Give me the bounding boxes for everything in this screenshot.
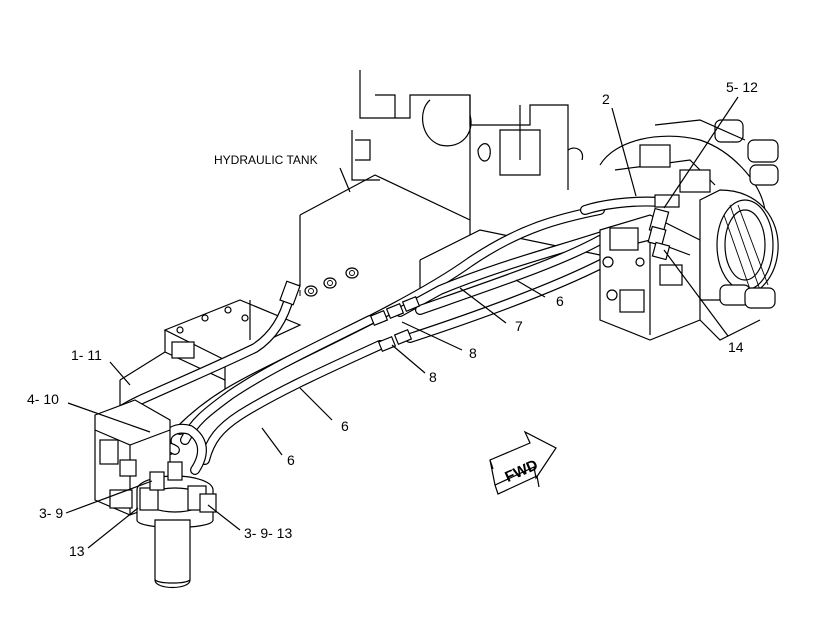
filter-housing bbox=[136, 461, 217, 589]
machine-frame-outline bbox=[351, 70, 584, 220]
callout-5-12: 5- 12 bbox=[726, 79, 758, 95]
callout-13: 13 bbox=[69, 543, 85, 559]
leader-lines bbox=[65, 96, 739, 549]
callout-6-mid: 6 bbox=[341, 418, 349, 434]
fwd-arrow: FWD bbox=[489, 430, 557, 495]
callout-4-10: 4- 10 bbox=[27, 391, 59, 407]
fitting-5-12 bbox=[647, 207, 670, 247]
callout-8-upper: 8 bbox=[469, 345, 477, 361]
fittings-8 bbox=[369, 295, 421, 353]
callout-6-lower: 6 bbox=[287, 452, 295, 468]
hose-6-mid bbox=[180, 315, 375, 445]
pump-assembly bbox=[599, 135, 766, 341]
drive-housing bbox=[654, 119, 779, 341]
hose-8-lower bbox=[405, 257, 610, 343]
callout-2: 2 bbox=[602, 91, 610, 107]
callout-7: 7 bbox=[515, 318, 523, 334]
hose-2 bbox=[580, 194, 680, 215]
callout-3-9-13: 3- 9- 13 bbox=[244, 525, 292, 541]
label-hydraulic-tank: HYDRAULIC TANK bbox=[214, 153, 318, 167]
fitting-14 bbox=[651, 241, 671, 261]
hose-7 bbox=[395, 230, 610, 317]
hose-8-upper bbox=[415, 235, 605, 315]
callout-6-right: 6 bbox=[556, 293, 564, 309]
callout-1-11: 1- 11 bbox=[71, 347, 102, 363]
tank-elbow-fitting bbox=[279, 280, 301, 306]
tank-port-caps bbox=[304, 267, 359, 297]
callout-3-9: 3- 9 bbox=[39, 505, 63, 521]
hose-6-lower bbox=[200, 340, 385, 465]
callout-8-lower: 8 bbox=[429, 369, 437, 385]
callout-14: 14 bbox=[728, 339, 744, 355]
